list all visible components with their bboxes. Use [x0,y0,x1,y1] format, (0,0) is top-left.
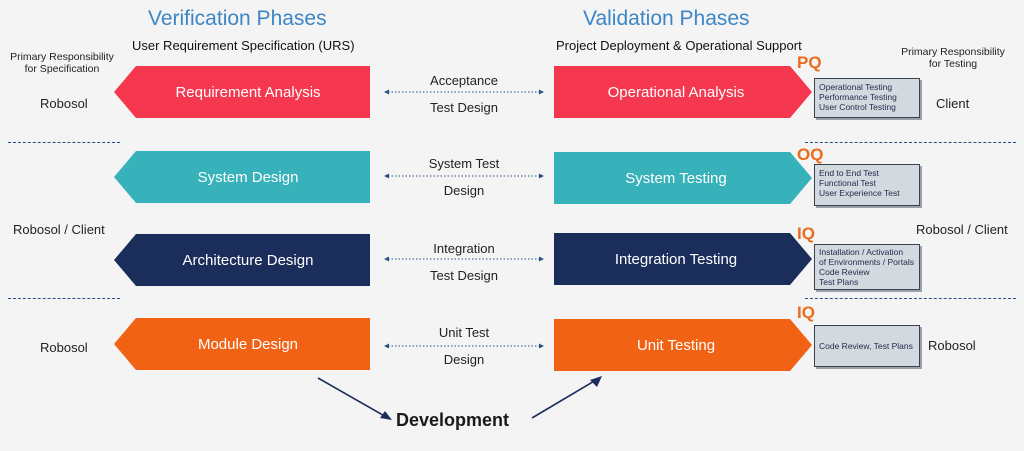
development-arrows [317,376,602,420]
left-responsibility-heading: Primary Responsibility for Specification [0,51,124,75]
system-test-label-top: System Test [428,156,500,171]
unit-test-label-top: Unit Test [438,325,490,340]
right-separator-line [805,298,1016,299]
test-item: Performance Testing [819,92,897,102]
test-item: Installation / Activation [819,247,904,257]
test-item: of Environments / Portals [819,257,914,267]
acceptance-design-label-top: Acceptance [430,73,498,88]
pq-qualification-tag: PQ [797,53,822,72]
left-responsibility-heading-line: for Specification [24,63,100,75]
left-responsibility-heading-line: Primary Responsibility [10,51,114,63]
verification-subtitle: User Requirement Specification (URS) [132,38,355,53]
left-separator-line [8,298,120,299]
test-item: Functional Test [819,178,877,188]
right-responsibility-label: Robosol / Client [916,222,1008,237]
operational-tests-box: Operational Testing Performance Testing … [814,78,920,118]
system-testing-phase: System Testing [554,152,812,204]
module-design-phase: Module Design [114,318,370,370]
operational-analysis-phase: Operational Analysis [554,66,812,118]
unit-test-connector [384,343,544,349]
right-responsibility-label: Robosol [928,338,976,353]
left-separator-line [8,142,120,143]
validation-phases-title: Validation Phases [583,7,750,30]
unit-test-label-bottom: Design [443,352,485,367]
integration-connector [384,256,544,262]
development-label: Development [396,410,510,430]
integration-testing-phase: Integration Testing [554,233,812,285]
right-responsibility-label: Client [936,96,970,111]
integration-label-top: Integration [433,241,495,256]
left-responsibility-label: Robosol [40,340,88,355]
left-responsibility-label: Robosol [40,96,88,111]
test-item: User Experience Test [819,188,900,198]
oq-qualification-tag: OQ [797,145,824,164]
unit-tests-box: Code Review, Test Plans [814,325,920,367]
right-responsibility-heading-line: for Testing [928,58,978,70]
test-item: User Control Testing [819,102,896,112]
system-tests-box: End to End Test Functional Test User Exp… [814,164,920,206]
validation-subtitle: Project Deployment & Operational Support [556,38,802,53]
test-item: End to End Test [819,168,879,178]
acceptance-design-label-bottom: Test Design [430,100,498,115]
arrow-head-icon [380,411,392,420]
test-item: Test Plans [819,277,859,287]
right-separator-line [805,142,1016,143]
test-item: Code Review [819,267,870,277]
arrow-head-icon [590,376,602,387]
iq-qualification-tag: IQ [797,224,815,243]
system-test-label-bottom: Design [443,183,485,198]
verification-phases-title: Verification Phases [148,7,327,30]
system-test-connector [384,173,544,179]
requirement-analysis-phase: Requirement Analysis [114,66,370,118]
unit-testing-phase: Unit Testing [554,319,812,371]
system-design-phase: System Design [114,151,370,203]
test-item: Operational Testing [819,82,893,92]
right-responsibility-heading: Primary Responsibility for Testing [888,46,1018,70]
iq-qualification-tag: IQ [797,303,815,322]
left-responsibility-label: Robosol / Client [13,222,105,237]
test-item: Code Review, Test Plans [819,341,913,351]
integration-label-bottom: Test Design [430,268,498,283]
integration-tests-box: Installation / Activation of Environment… [814,244,920,290]
acceptance-connector [384,89,544,95]
right-responsibility-heading-line: Primary Responsibility [901,46,1005,58]
architecture-design-phase: Architecture Design [114,234,370,286]
